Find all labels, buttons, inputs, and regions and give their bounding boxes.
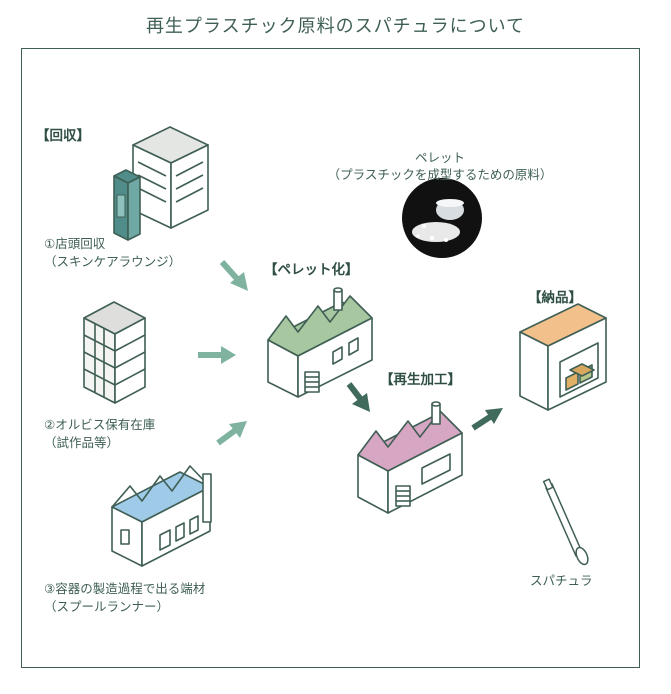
spatula-icon bbox=[542, 478, 589, 566]
warehouse-building-icon bbox=[83, 301, 146, 404]
product-label: スパチュラ bbox=[530, 573, 593, 588]
arrow-from-warehouse bbox=[198, 346, 236, 364]
recycling-factory-icon bbox=[357, 401, 463, 514]
delivery-warehouse-icon bbox=[519, 303, 607, 411]
pellet-photo-icon bbox=[402, 178, 482, 258]
small-factory-icon bbox=[111, 465, 212, 567]
diagram-frame bbox=[21, 48, 640, 668]
pellet-label: ペレット bbox=[414, 150, 465, 165]
source-1-sublabel: （スキンケアラウンジ） bbox=[44, 254, 182, 269]
collection-header: 【回収】 bbox=[36, 128, 90, 144]
recycle-header: 【再生加工】 bbox=[380, 372, 461, 388]
source-1-label: ①店頭回収 bbox=[44, 236, 106, 251]
pellet-sublabel: （プラスチックを成型するための原料） bbox=[327, 167, 553, 182]
store-building-icon bbox=[113, 126, 209, 241]
arrow-from-small-factory bbox=[216, 421, 247, 446]
delivery-header: 【納品】 bbox=[528, 290, 582, 306]
source-2-label: ②オルビス保有在庫 bbox=[44, 417, 156, 432]
source-3-label: ③容器の製造過程で出る端材 bbox=[44, 581, 206, 596]
pelletize-header: 【ペレット化】 bbox=[264, 262, 359, 278]
arrow-to-recycle bbox=[346, 382, 370, 412]
page-title: 再生プラスチック原料のスパチュラについて bbox=[145, 16, 526, 37]
arrow-to-delivery bbox=[471, 408, 503, 431]
source-3-sublabel: （スプールランナー） bbox=[44, 599, 170, 614]
arrow-from-store bbox=[219, 259, 248, 291]
source-2-sublabel: （試作品等） bbox=[44, 435, 120, 450]
pellet-factory-icon bbox=[267, 287, 373, 398]
